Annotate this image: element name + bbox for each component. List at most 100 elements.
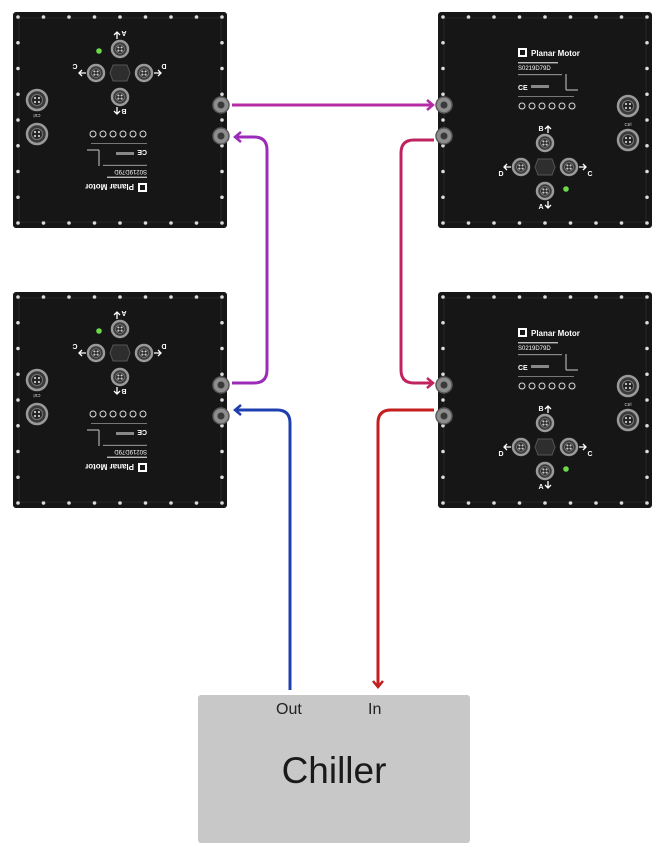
- status-led: [563, 466, 569, 472]
- status-led: [96, 48, 102, 54]
- port-b-label: B: [121, 387, 126, 394]
- arrow-right-icon: [78, 69, 86, 77]
- axis-indicator: [87, 149, 100, 166]
- ctrl-connector: [616, 408, 640, 432]
- brand-text: Planar Motor: [531, 329, 580, 338]
- axis-indicator: [565, 354, 578, 371]
- chiller-in-label: In: [368, 701, 382, 718]
- port-d: [511, 157, 531, 177]
- port-c-label: C: [587, 171, 592, 178]
- arrow-right-icon: [579, 163, 587, 171]
- pipe-bottom-right-to-chiller: [372, 408, 434, 689]
- ctrl-connector: [25, 368, 49, 392]
- chiller-name: Chiller: [281, 750, 387, 791]
- warning-icon: [548, 102, 556, 110]
- power-connector: [616, 374, 640, 398]
- warning-icon: [119, 410, 127, 418]
- hex-center: [534, 158, 556, 176]
- arrow-down-icon: [544, 481, 552, 489]
- serial-text: S0219D79D: [114, 448, 147, 454]
- arrow-right-icon: [78, 349, 86, 357]
- warning-icon: [89, 410, 97, 418]
- coolant-inlet-fitting: [212, 96, 230, 114]
- ce-mark: CE: [518, 365, 528, 372]
- ctrl-connector: [25, 88, 49, 112]
- planar-motor-logo: Planar Motor: [85, 182, 147, 192]
- planar-motor-logo: Planar Motor: [518, 328, 580, 338]
- status-led: [563, 186, 569, 192]
- hex-center: [534, 438, 556, 456]
- ce-mark: CE: [518, 85, 528, 92]
- port-d: [134, 63, 154, 83]
- port-a-label: A: [538, 204, 543, 211]
- port-c: [559, 157, 579, 177]
- warning-icon: [119, 130, 127, 138]
- serial-text: S0219D79D: [518, 346, 551, 352]
- chiller-out-label: Out: [276, 701, 302, 718]
- ctrl-label: Ctrl: [34, 393, 41, 398]
- port-b: [110, 367, 130, 387]
- brand-text: Planar Motor: [531, 49, 580, 58]
- port-d: [511, 437, 531, 457]
- warning-icon: [518, 102, 526, 110]
- port-b-label: B: [538, 406, 543, 413]
- warning-icon: [558, 382, 566, 390]
- port-a: [110, 39, 130, 59]
- ce-mark: CE: [137, 148, 147, 155]
- port-d: [134, 343, 154, 363]
- pipe-top-right-to-bottom-right: [399, 138, 435, 389]
- power-connector: [616, 94, 640, 118]
- brand-text: Planar Motor: [85, 182, 134, 191]
- warning-icon: [558, 102, 566, 110]
- arrow-up-icon: [113, 387, 121, 395]
- port-d-label: D: [498, 171, 503, 178]
- warning-icon: [89, 130, 97, 138]
- planar-motor-logo: Planar Motor: [518, 48, 580, 58]
- port-d-label: D: [161, 62, 166, 69]
- port-c-label: C: [72, 62, 77, 69]
- warning-icon: [518, 382, 526, 390]
- warning-icon: [568, 382, 576, 390]
- port-d-label: D: [161, 342, 166, 349]
- arrow-left-icon: [154, 69, 162, 77]
- warning-icon: [538, 102, 546, 110]
- arrow-down-icon: [544, 201, 552, 209]
- arrow-left-icon: [154, 349, 162, 357]
- warning-icon: [139, 410, 147, 418]
- brand-text: Planar Motor: [85, 462, 134, 471]
- warning-icon: [548, 382, 556, 390]
- warning-icon: [139, 130, 147, 138]
- planar-motor-logo: Planar Motor: [85, 462, 147, 472]
- port-b-label: B: [121, 107, 126, 114]
- serial-text: S0219D79D: [114, 168, 147, 174]
- arrow-up-icon: [544, 125, 552, 133]
- axis-indicator: [565, 74, 578, 91]
- arrow-left-icon: [503, 443, 511, 451]
- arrow-up-icon: [113, 107, 121, 115]
- power-connector: [25, 402, 49, 426]
- arrow-down-icon: [113, 31, 121, 39]
- arrow-right-icon: [579, 443, 587, 451]
- port-c: [86, 63, 106, 83]
- port-a-label: A: [538, 484, 543, 491]
- coolant-outlet-fitting: [435, 407, 453, 425]
- warning-icon: [99, 130, 107, 138]
- port-c: [86, 343, 106, 363]
- status-led: [96, 328, 102, 334]
- coolant-outlet-fitting: [212, 127, 230, 145]
- ctrl-connector: [616, 128, 640, 152]
- port-c-label: C: [587, 451, 592, 458]
- port-b: [535, 413, 555, 433]
- warning-icon: [129, 130, 137, 138]
